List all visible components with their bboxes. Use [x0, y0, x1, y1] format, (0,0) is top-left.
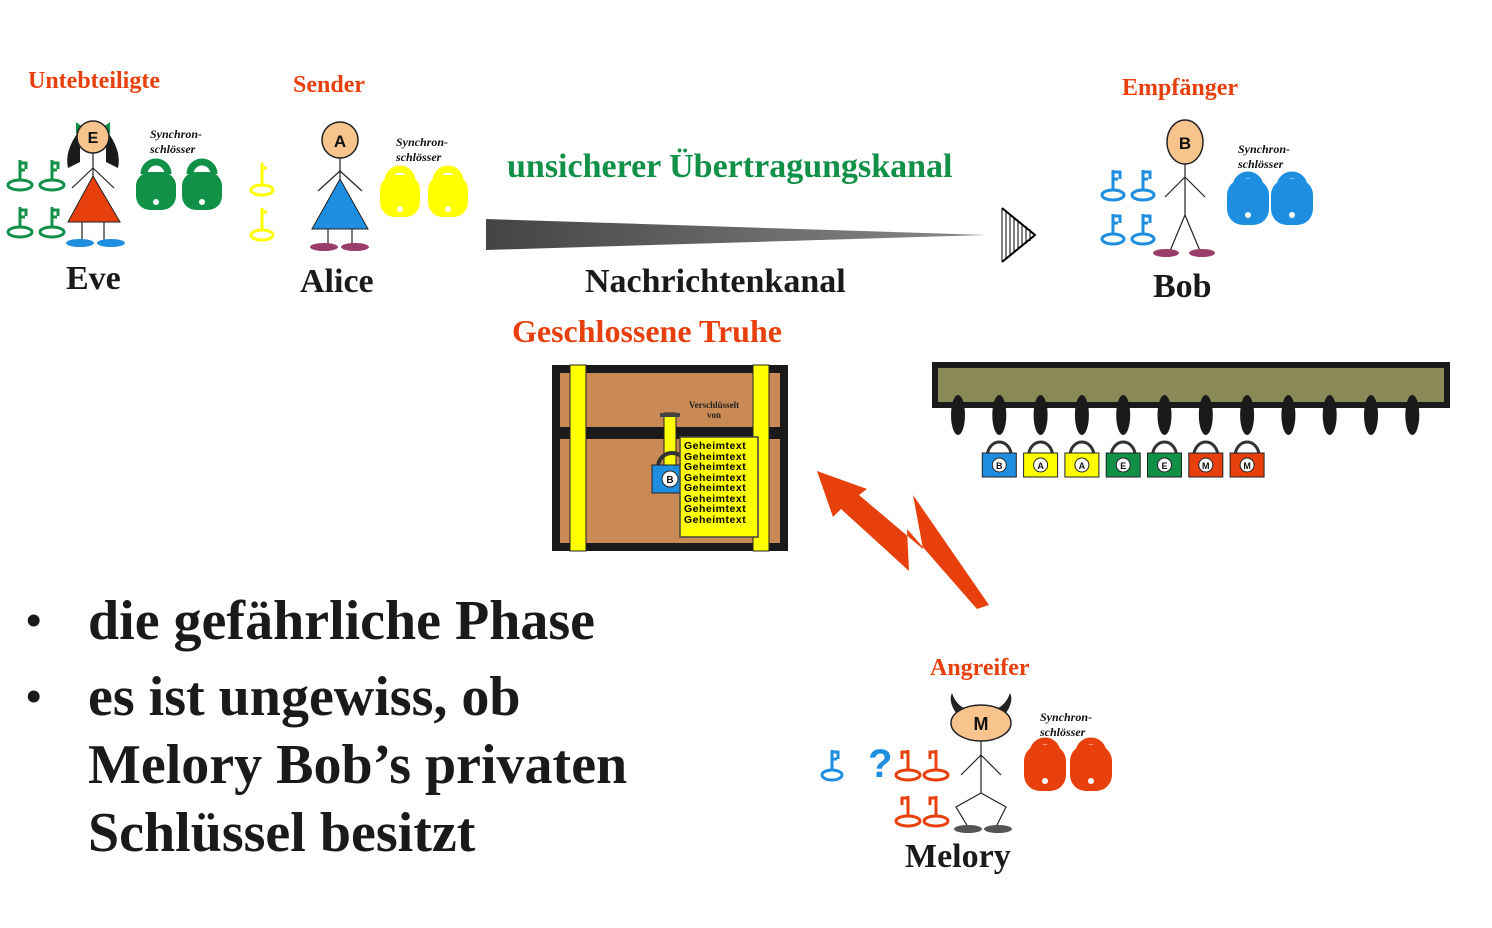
bullet-item: • es ist ungewiss, ob Melory Bob’s priva… — [26, 662, 726, 872]
rack-hook — [1157, 395, 1172, 435]
rack-lock-badge: A — [1079, 461, 1086, 471]
eve-synch-label: Synchron-schlösser — [150, 127, 203, 156]
rack-lock: E — [1105, 440, 1141, 478]
rack-lock-badge: M — [1202, 461, 1210, 471]
bob-synch-label: Synchron-schlösser — [1238, 142, 1291, 171]
eve-stick-figure: E — [66, 120, 125, 247]
rack-lock: B — [981, 440, 1017, 478]
bob-name: Bob — [1153, 268, 1212, 305]
eve-badge: E — [88, 130, 99, 147]
question-mark-icon: ? — [868, 742, 892, 786]
rack-hook — [1033, 395, 1048, 435]
bob-stick-figure: B — [1153, 119, 1215, 257]
alice-synch-label: Synchron-schlösser — [396, 135, 449, 164]
melory-synchron-locks — [1024, 737, 1112, 791]
bullet-dot: • — [26, 672, 42, 721]
rack-lock-badge: A — [1037, 461, 1044, 471]
alice-key-icons — [249, 163, 275, 242]
eve-synchron-locks — [136, 158, 222, 210]
bullet-text-line: Schlüssel besitzt — [88, 802, 476, 864]
melory-key-icons — [820, 750, 950, 828]
rack-lock-badge: E — [1161, 461, 1167, 471]
rack-lock: M — [1188, 440, 1224, 478]
rack-hook — [1322, 395, 1337, 435]
rack-hook — [1116, 395, 1131, 435]
rack-lock: M — [1229, 440, 1265, 478]
eve-name: Eve — [66, 260, 121, 297]
alice-figure: A — [249, 121, 468, 251]
bob-figure: B — [1100, 119, 1313, 257]
rack-hook — [951, 395, 965, 435]
melory-stick-figure: M — [950, 693, 1012, 833]
melory-role-label: Angreifer — [930, 655, 1030, 681]
melory-figure: ? M — [820, 693, 1112, 833]
rack-lock: E — [1147, 440, 1182, 478]
rack-hook — [1198, 395, 1213, 435]
rack-lock: A — [1064, 440, 1100, 478]
alice-stick-figure: A — [310, 121, 369, 251]
chest-lock-badge: B — [666, 475, 673, 486]
bob-key-icons — [1100, 170, 1156, 246]
message-channel-label: Nachrichtenkanal — [585, 263, 846, 300]
rack-hook — [992, 395, 1007, 435]
rack-hook — [1405, 395, 1420, 435]
rack-lock-badge: M — [1243, 461, 1251, 471]
rack-lock-badge: B — [996, 461, 1003, 471]
bob-synchron-locks — [1227, 171, 1313, 225]
channel-arrow — [486, 207, 1037, 263]
rack-lock: A — [1023, 440, 1059, 478]
bullet-text: die gefährliche Phase — [88, 590, 596, 652]
insecure-channel-label: unsicherer Übertragungskanal — [507, 148, 953, 185]
bullet-text-line: Melory Bob’s privaten — [88, 734, 628, 796]
eve-key-icons — [6, 160, 66, 239]
bob-role-label: Empfänger — [1122, 75, 1238, 101]
channel-arrowhead — [1001, 207, 1037, 263]
closed-chest: B — [552, 364, 788, 552]
bullet-dot: • — [26, 596, 42, 645]
rack-lock-badge: E — [1120, 461, 1126, 471]
bob-badge: B — [1179, 134, 1191, 153]
bullet-item: • die gefährliche Phase — [26, 586, 726, 656]
chest-title: Geschlossene Truhe — [512, 313, 782, 349]
alice-badge: A — [334, 132, 346, 151]
alice-name: Alice — [300, 263, 374, 300]
bullet-text-line: es ist ungewiss, ob — [88, 666, 521, 728]
attack-lightning-arrow — [817, 471, 989, 609]
rack-hook — [1074, 395, 1089, 435]
rack-hook — [1281, 395, 1296, 435]
rack-hook — [1240, 395, 1255, 435]
alice-role-label: Sender — [293, 72, 365, 98]
melory-synch-label: Synchron-schlösser — [1040, 710, 1093, 739]
eve-role-label: Untebteiligte — [28, 68, 160, 94]
rack-hook — [1364, 395, 1378, 435]
eve-figure: E — [6, 120, 222, 247]
melory-name: Melory — [905, 838, 1011, 875]
melory-badge: M — [974, 714, 989, 734]
alice-synchron-locks — [380, 165, 468, 217]
